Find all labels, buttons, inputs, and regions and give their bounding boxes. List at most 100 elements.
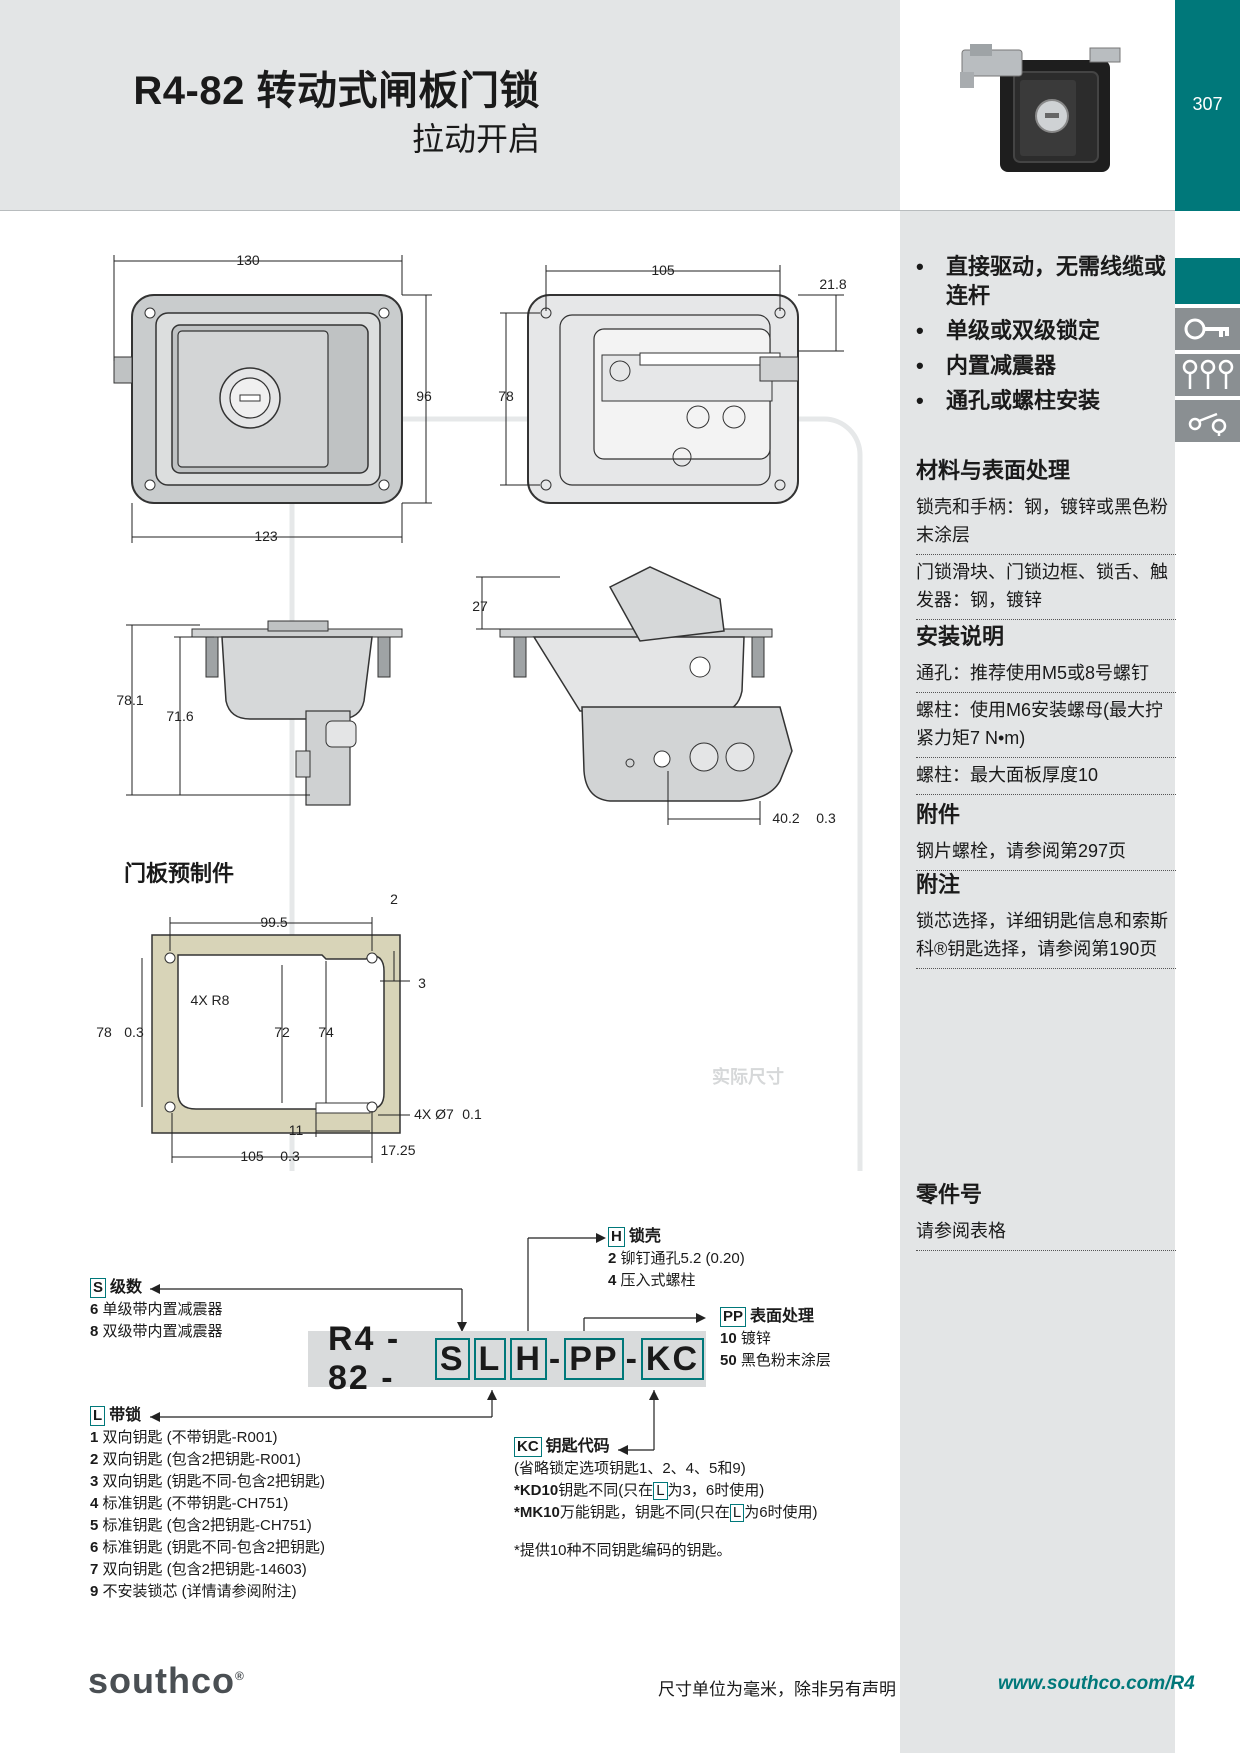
cutout-dim-11: 11 (289, 1122, 304, 1138)
code-kc[interactable]: KC (640, 1338, 704, 1380)
notes-item: 锁芯选择，详细钥匙信息和索斯科®钥匙选择，请参阅第190页 (916, 904, 1176, 969)
option-desc: 钥匙不同(只在 (558, 1482, 654, 1499)
part-number-section: 零件号 请参阅表格 (916, 1180, 1176, 1251)
option-desc: 铆钉通孔5.2 (0.20) (620, 1250, 745, 1267)
feature-item: 单级或双级锁定 (916, 316, 1166, 345)
option-value: *KD10 (514, 1482, 559, 1499)
option-value: 8 (90, 1323, 99, 1340)
category-tab-latch[interactable] (1175, 400, 1240, 442)
header-band: R4-82 转动式闸板门锁 拉动开启 (0, 0, 900, 211)
cutout-dim-105: 105 (240, 1148, 264, 1164)
part-number-item: 请参阅表格 (916, 1214, 1176, 1251)
inline-code-l: L (729, 1504, 745, 1522)
option-value: 50 (720, 1352, 737, 1369)
dim-130: 130 (236, 252, 260, 268)
option-code: KC (514, 1437, 542, 1457)
option-value: *MK10 (514, 1504, 560, 1521)
cutout-dim-0-3b: 0.3 (280, 1148, 300, 1164)
option-value: 1 (90, 1429, 99, 1446)
install-item: 螺柱：最大面板厚度10 (916, 758, 1176, 795)
code-s[interactable]: S (434, 1338, 470, 1380)
part-number-heading: 零件号 (916, 1182, 983, 1207)
option-desc: 万能钥匙，钥匙不同(只在 (559, 1504, 730, 1521)
product-subtitle: 拉动开启 (411, 121, 540, 157)
option-desc: 镀锌 (740, 1330, 771, 1347)
material-item: 锁壳和手柄：钢，镀锌或黑色粉末涂层 (916, 490, 1176, 555)
inline-code-l: L (653, 1482, 668, 1500)
actual-size-label: 实际尺寸 (712, 1066, 784, 1087)
dim-78-1: 78.1 (116, 692, 143, 708)
option-title: 钥匙代码 (545, 1438, 610, 1455)
code-l[interactable]: L (473, 1338, 507, 1380)
accessories-section: 附件 钢片螺栓，请参阅第297页 (916, 800, 1176, 871)
option-desc: 双向钥匙 (钥匙不同-包含2把钥匙) (102, 1473, 326, 1490)
option-desc: 黑色粉末涂层 (740, 1352, 831, 1369)
feature-list: 直接驱动，无需线缆或连杆 单级或双级锁定 内置减震器 通孔或螺柱安装 (916, 252, 1166, 421)
option-title: 表面处理 (750, 1308, 815, 1325)
key-icon (1184, 318, 1229, 340)
technical-drawing: 130 123 96 105 21.8 78 78.1 71.6 (96, 252, 863, 1171)
cutout-dim-74: 74 (318, 1024, 334, 1040)
cutout-dim-99-5: 99.5 (260, 914, 287, 930)
registered-mark: ® (235, 1669, 245, 1683)
option-value: 7 (90, 1561, 99, 1578)
option-value: 6 (90, 1301, 99, 1318)
website-link[interactable]: www.southco.com/R4 (998, 1673, 1195, 1694)
option-title: 级数 (110, 1279, 143, 1296)
dim-78: 78 (498, 388, 514, 404)
dim-27: 27 (472, 598, 488, 614)
option-desc: 标准钥匙 (包含2把钥匙-CH751) (102, 1517, 312, 1534)
dim-21-8: 21.8 (819, 276, 846, 292)
spec-column (900, 211, 1175, 1753)
logo-text: southco (88, 1660, 235, 1701)
dim-40-2: 40.2 (772, 810, 799, 826)
cutout-dim-4x-r8: 4X R8 (191, 992, 230, 1008)
option-desc: 标准钥匙 (不带钥匙-CH751) (102, 1495, 289, 1512)
multiple-keys-icon (1182, 359, 1233, 389)
option-code: PP (720, 1307, 747, 1327)
part-number-dash: - (548, 1339, 563, 1378)
install-section: 安装说明 通孔：推荐使用M5或8号螺钉 螺柱：使用M6安装螺母(最大拧紧力矩7 … (916, 622, 1176, 795)
option-desc: 单级带内置减震器 (102, 1301, 223, 1318)
accessories-heading: 附件 (916, 802, 961, 827)
dim-0-3: 0.3 (816, 810, 836, 826)
cutout-dim-72: 72 (274, 1024, 290, 1040)
southco-logo: southco® (88, 1660, 245, 1702)
page-tab: 307 (1175, 0, 1240, 211)
latch-handle-icon (1188, 412, 1226, 436)
cutout-dim-4x-7: 4X Ø7 (414, 1106, 454, 1122)
cutout-dim-17-25: 17.25 (380, 1142, 415, 1158)
code-h[interactable]: H (510, 1338, 547, 1380)
install-item: 通孔：推荐使用M5或8号螺钉 (916, 656, 1176, 693)
cutout-dim-78: 78 (96, 1024, 112, 1040)
feature-item: 内置减震器 (916, 351, 1166, 380)
option-code: H (608, 1227, 625, 1247)
panel-cutout-title: 门板预制件 (124, 861, 235, 886)
option-value: 2 (90, 1451, 99, 1468)
panel-cutout-view (151, 934, 401, 1134)
option-code: S (90, 1278, 107, 1298)
install-heading: 安装说明 (916, 624, 1005, 649)
notes-heading: 附注 (916, 872, 961, 897)
dim-96: 96 (416, 388, 432, 404)
material-item: 门锁滑块、门锁边框、锁舌、触发器：钢，镀锌 (916, 555, 1176, 620)
option-desc: 不安装锁芯 (详情请参阅附注) (102, 1583, 297, 1600)
dim-123: 123 (254, 528, 278, 544)
key-code-footnote: *提供10种不同钥匙编码的钥匙。 (514, 1542, 732, 1559)
front-view (113, 294, 403, 504)
product-title: 转动式闸板门锁 (256, 69, 540, 113)
material-section: 材料与表面处理 锁壳和手柄：钢，镀锌或黑色粉末涂层 门锁滑块、门锁边框、锁舌、触… (916, 456, 1176, 620)
notes-section: 附注 锁芯选择，详细钥匙信息和索斯科®钥匙选择，请参阅第190页 (916, 870, 1176, 969)
category-tab-key[interactable] (1175, 308, 1240, 350)
category-tab-keys[interactable] (1175, 354, 1240, 396)
option-desc: 双向钥匙 (包含2把钥匙-14603) (102, 1561, 307, 1578)
accessories-item: 钢片螺栓，请参阅第297页 (916, 834, 1176, 871)
code-pp[interactable]: PP (564, 1338, 624, 1380)
option-value: 3 (90, 1473, 99, 1490)
category-tab-active[interactable] (1175, 258, 1240, 304)
option-title: 带锁 (109, 1407, 142, 1424)
